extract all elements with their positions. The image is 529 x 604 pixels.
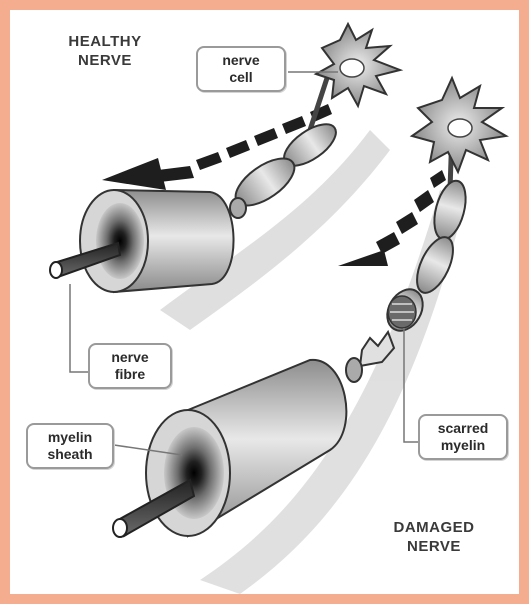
nerve-fibre-label-line-2: fibre [90,366,170,383]
healthy-heading-line-2: NERVE [50,51,160,70]
nerve-cell-label-line-2: cell [198,69,284,86]
myelin-sheath-callout: myelin sheath [26,423,114,469]
scarred-myelin-label-line-2: myelin [420,437,506,454]
healthy-heading-line-1: HEALTHY [50,32,160,51]
nerve-illustration [10,10,519,594]
figure-frame: HEALTHY NERVE DAMAGED NERVE nerve cell n… [10,10,519,594]
damaged-nerve-heading: DAMAGED NERVE [374,518,494,556]
healthy-nerve-heading: HEALTHY NERVE [50,32,160,70]
myelin-sheath-label-line-1: myelin [28,429,112,446]
healthy-nerve-cell [316,24,400,106]
nerve-cell-label-line-1: nerve [198,52,284,69]
nerve-fibre-label-line-1: nerve [90,349,170,366]
scarred-myelin-patch [388,296,416,328]
nerve-cell-callout: nerve cell [196,46,286,92]
myelin-sheath-label-line-2: sheath [28,446,112,463]
nerve-fibre-callout: nerve fibre [88,343,172,389]
damaged-heading-line-1: DAMAGED [374,518,494,537]
damaged-heading-line-2: NERVE [374,537,494,556]
scarred-myelin-callout: scarred myelin [418,414,508,460]
nerve-fibre-leader [70,284,88,372]
damaged-nerve-cell [412,78,506,172]
scarred-myelin-label-line-1: scarred [420,420,506,437]
healthy-myelin-cylinder [80,190,234,292]
